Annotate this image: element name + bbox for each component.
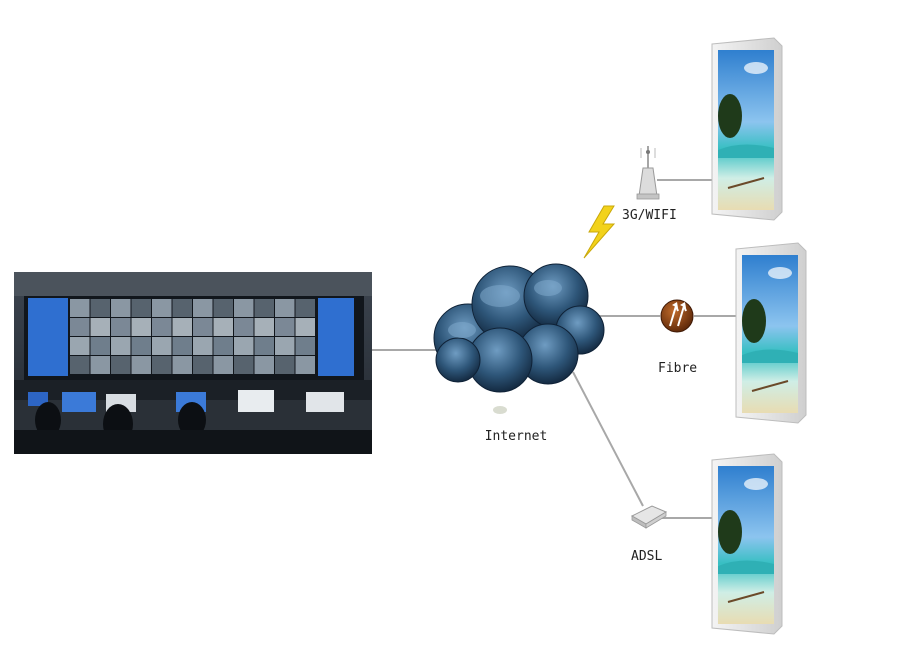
camera-feed-tile [254,299,274,317]
digital-signage-display-icon [711,37,783,221]
camera-feed-tile [152,356,172,374]
adsl-label: ADSL [631,549,662,564]
camera-feed-tile [111,356,131,374]
camera-feed-tile [70,337,90,355]
camera-feed-tile [234,356,254,374]
video-wall-camera-grid [70,299,315,374]
link-internet-adsl [572,371,644,507]
camera-feed-tile [275,299,295,317]
camera-feed-tile [193,318,213,336]
camera-feed-tile [275,318,295,336]
camera-feed-tile [90,356,110,374]
camera-feed-tile [254,337,274,355]
cloud-icon [433,263,605,414]
camera-feed-tile [254,356,274,374]
camera-feed-tile [193,356,213,374]
camera-feed-tile [213,337,233,355]
camera-feed-tile [131,337,151,355]
camera-feed-tile [70,318,90,336]
video-wall-left-panel [28,298,68,376]
antenna-icon [636,146,660,200]
camera-feed-tile [90,299,110,317]
camera-feed-tile [131,318,151,336]
control-room-video-wall-photo [14,272,372,454]
digital-signage-display-icon [735,242,807,424]
camera-feed-tile [172,356,192,374]
camera-feed-tile [131,356,151,374]
camera-feed-tile [131,299,151,317]
connection-lines [372,179,742,519]
camera-feed-tile [70,356,90,374]
internet-label: Internet [485,429,548,444]
digital-signage-display-icon [711,453,783,635]
camera-feed-tile [213,299,233,317]
camera-feed-tile [172,318,192,336]
camera-feed-tile [275,356,295,374]
lightning-bolt-icon [583,205,616,259]
camera-feed-tile [234,337,254,355]
camera-feed-tile [152,337,172,355]
camera-feed-tile [254,318,274,336]
fibre-label: Fibre [658,361,697,376]
camera-feed-tile [111,318,131,336]
camera-feed-tile [213,318,233,336]
camera-feed-tile [172,299,192,317]
camera-feed-tile [152,318,172,336]
camera-feed-tile [295,299,315,317]
camera-feed-tile [111,337,131,355]
router-icon [630,505,668,529]
camera-feed-tile [295,318,315,336]
camera-feed-tile [295,356,315,374]
camera-feed-tile [172,337,192,355]
camera-feed-tile [234,299,254,317]
camera-feed-tile [213,356,233,374]
camera-feed-tile [193,337,213,355]
camera-feed-tile [193,299,213,317]
camera-feed-tile [295,337,315,355]
camera-feed-tile [90,337,110,355]
camera-feed-tile [152,299,172,317]
camera-feed-tile [111,299,131,317]
camera-feed-tile [70,299,90,317]
camera-feed-tile [90,318,110,336]
camera-feed-tile [234,318,254,336]
wireless-label: 3G/WIFI [622,208,677,223]
video-wall-right-panel [318,298,354,376]
fibre-connector-icon [660,299,694,333]
camera-feed-tile [275,337,295,355]
